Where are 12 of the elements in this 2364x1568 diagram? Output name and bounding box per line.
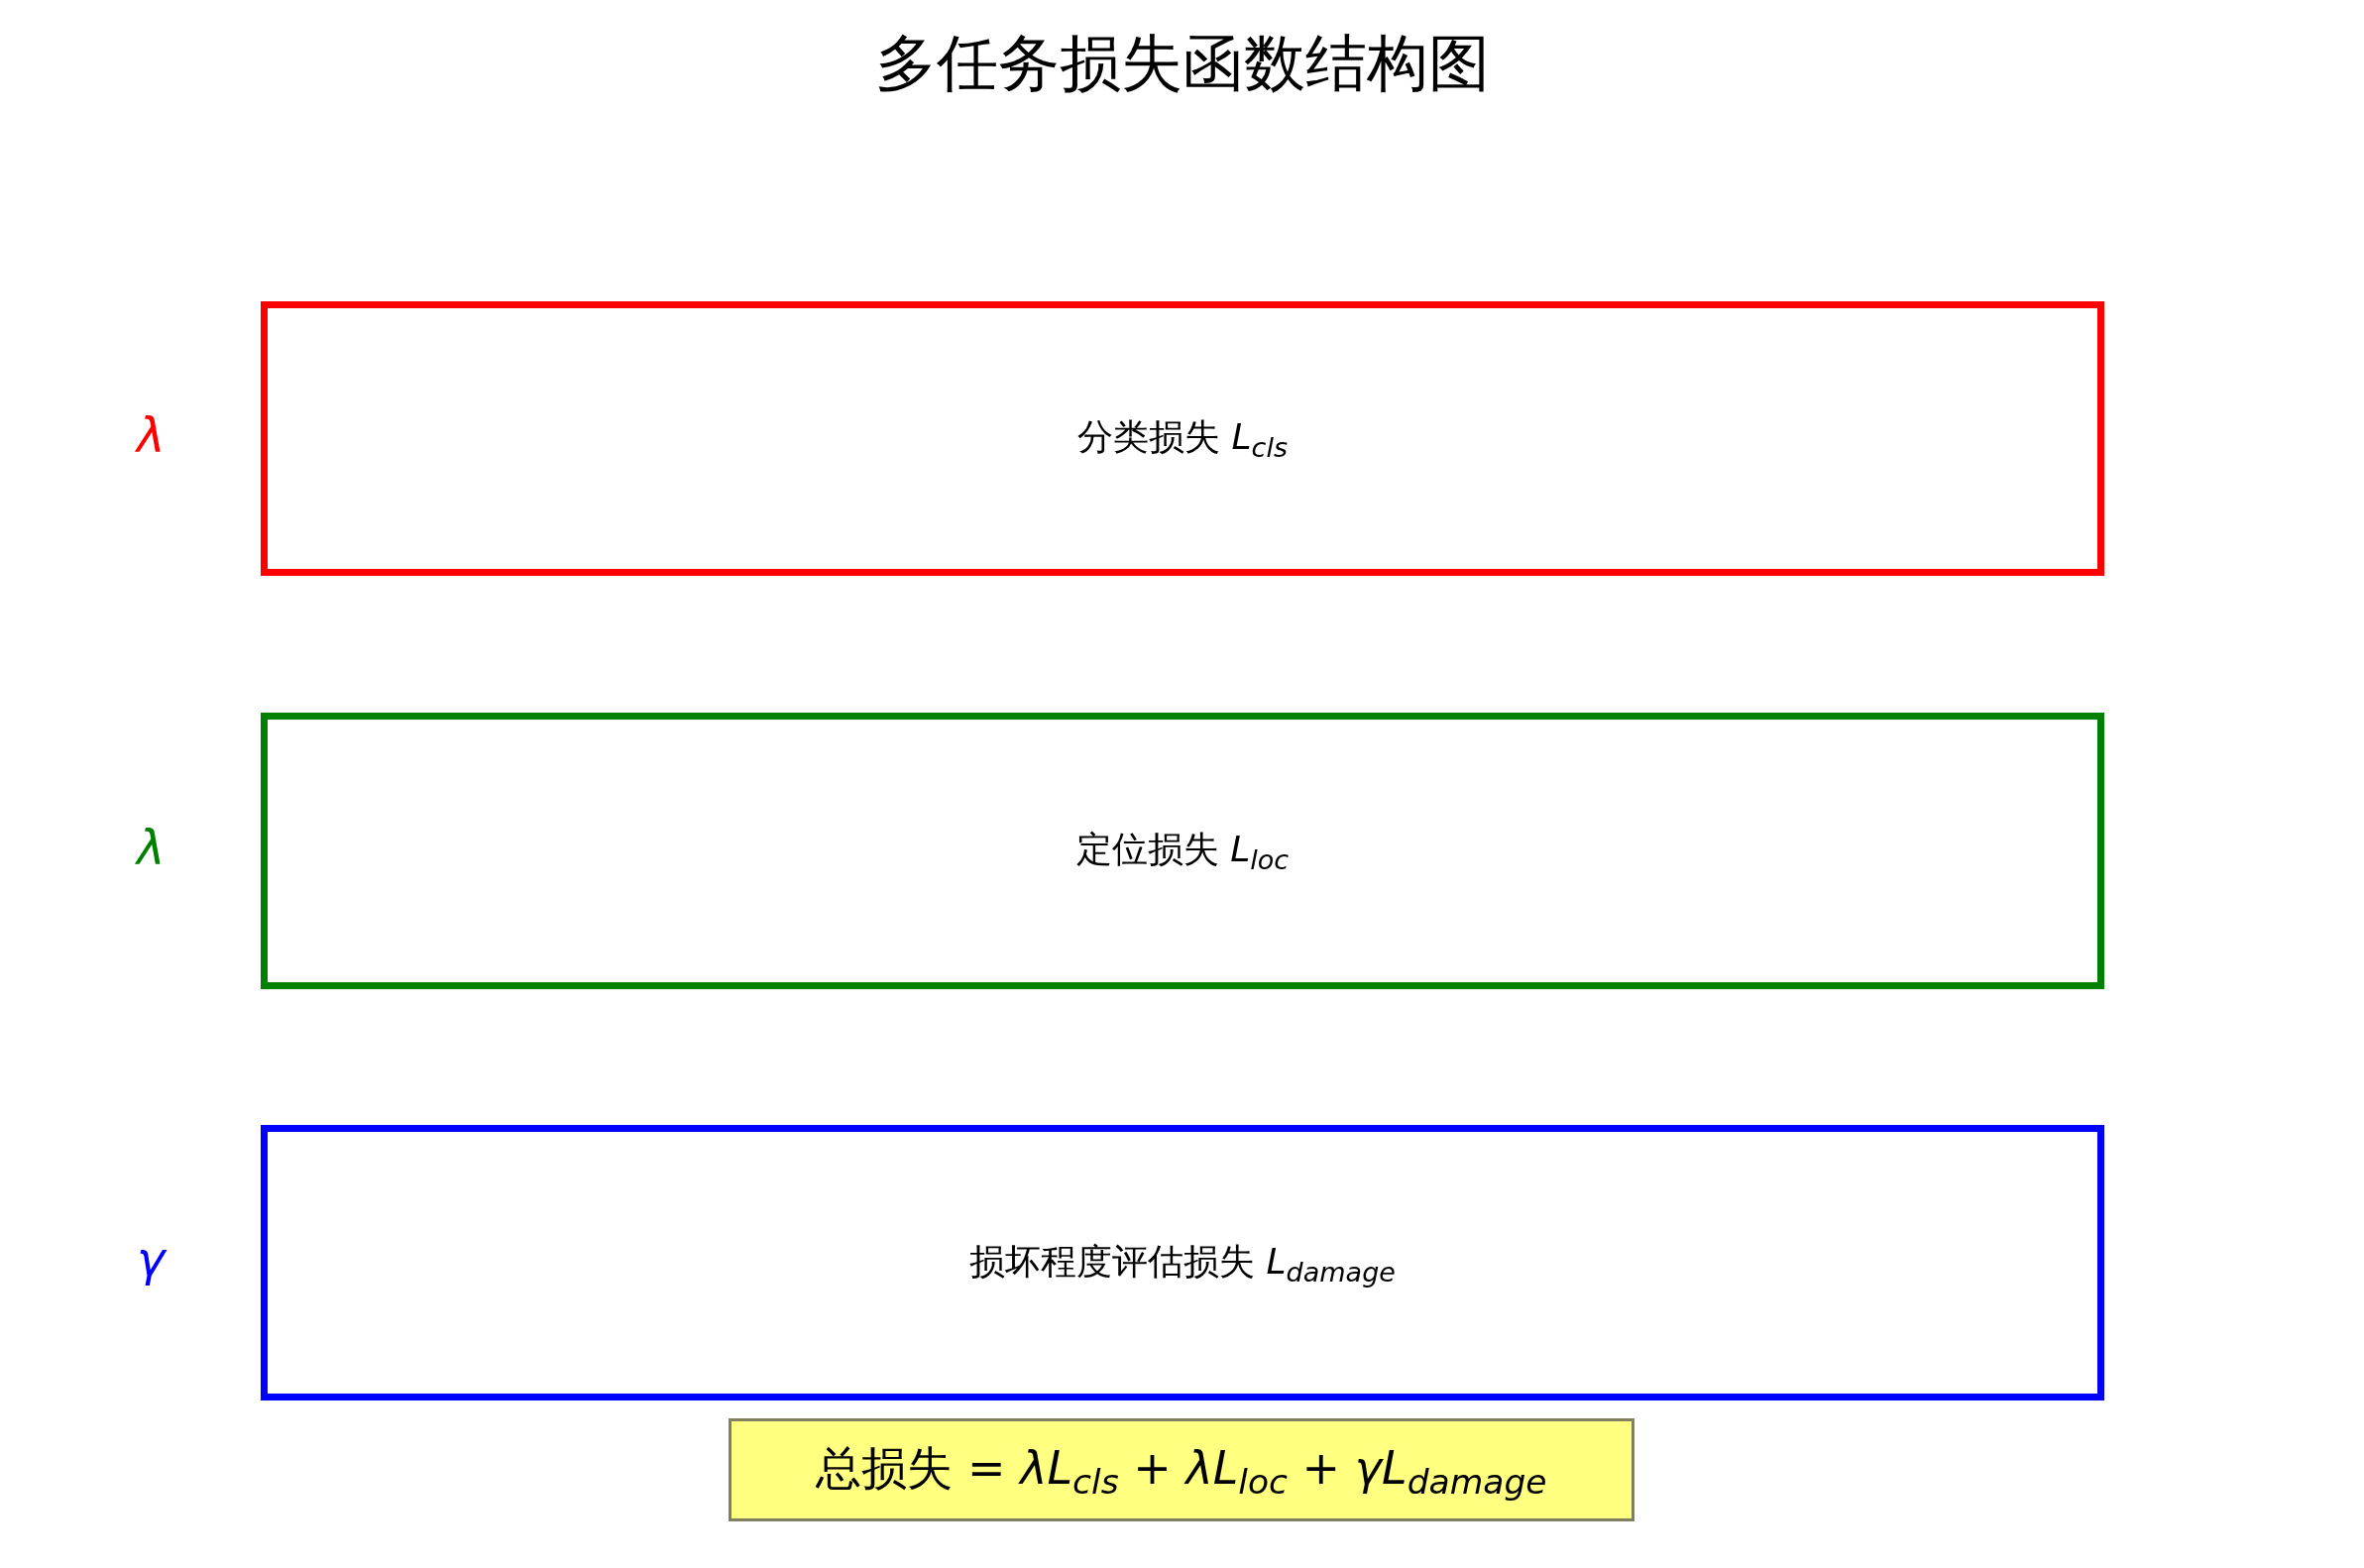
weight-symbol: γ: [137, 1231, 166, 1287]
loss-label: 损坏程度评估损失 L$_{damage}$: [969, 1239, 1396, 1288]
loss-label: 分类损失 L$_{cls}$: [1077, 415, 1288, 464]
loss-label: 定位损失 L$_{loc}$: [1075, 828, 1290, 876]
formula-box: [729, 1418, 1634, 1521]
weight-symbol: λ: [137, 406, 166, 463]
total-loss-formula: 总损失 = λL$_{cls}$ + λL$_{loc}$ + γL$_{damage}$: [816, 1439, 1547, 1503]
diagram-title: 多任务损失函数结构图: [873, 26, 1491, 101]
loss-box: [261, 713, 2104, 989]
loss-box: [261, 301, 2104, 576]
weight-symbol: λ: [137, 819, 166, 875]
loss-box: [261, 1125, 2104, 1400]
